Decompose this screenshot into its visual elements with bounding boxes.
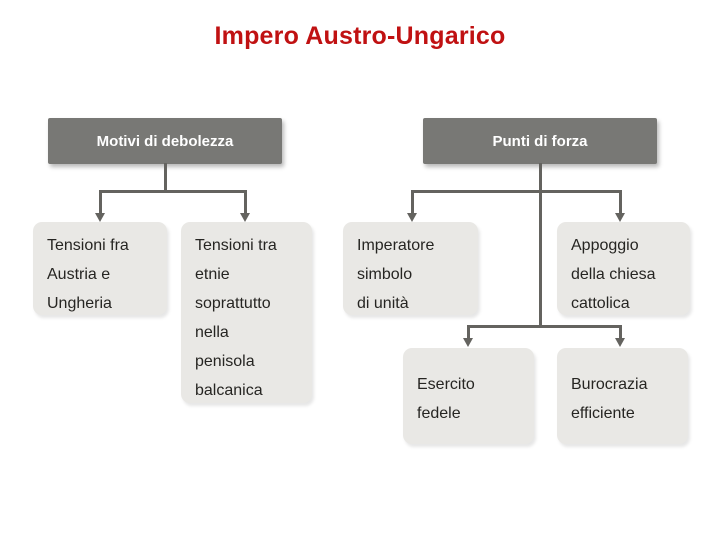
connector-line-vertical (99, 190, 102, 214)
arrowhead-down-icon (615, 338, 625, 347)
box-text-line: Ungheria (47, 295, 112, 312)
arrowhead-down-icon (407, 213, 417, 222)
connector-line-horizontal (467, 325, 622, 328)
box-text-line: Burocrazia (571, 376, 648, 393)
box-text-line: Appoggio (571, 237, 639, 254)
connector-line-vertical (619, 190, 622, 214)
box-text-line: Austria e (47, 266, 111, 283)
box-imperatore-simbolo-unita: Imperatore simbolo di unità (343, 222, 478, 315)
connector-line-vertical (411, 190, 414, 214)
box-tensioni-austria-ungheria: Tensioni fra Austria e Ungheria (33, 222, 167, 315)
box-text-line: penisola (195, 353, 255, 370)
connector-line-vertical (164, 163, 167, 191)
box-esercito-fedele: Esercito fedele (403, 348, 534, 444)
slide-title: Impero Austro-Ungarico (214, 22, 506, 50)
box-text-line: Tensioni fra (47, 237, 129, 254)
box-text-line: efficiente (571, 405, 635, 422)
box-text-line: Tensioni tra (195, 237, 277, 254)
connector-line-horizontal (411, 190, 622, 193)
box-text-line: Esercito (417, 376, 475, 393)
box-burocrazia-efficiente: Burocrazia efficiente (557, 348, 688, 444)
box-appoggio-chiesa-cattolica: Appoggio della chiesa cattolica (557, 222, 690, 315)
arrowhead-down-icon (463, 338, 473, 347)
box-text-line: Imperatore (357, 237, 435, 254)
connector-line-vertical (619, 325, 622, 340)
arrowhead-down-icon (240, 213, 250, 222)
box-text-line: cattolica (571, 295, 630, 312)
box-text-line: soprattutto (195, 295, 271, 312)
box-text-line: della chiesa (571, 266, 656, 283)
box-text-line: di unità (357, 295, 409, 312)
connector-line-vertical (539, 163, 542, 328)
header-punti-di-forza: Punti di forza (423, 118, 657, 164)
connector-line-horizontal (99, 190, 247, 193)
header-motivi-di-debolezza: Motivi di debolezza (48, 118, 282, 164)
box-text-line: fedele (417, 405, 461, 422)
box-text-line: simbolo (357, 266, 413, 283)
box-tensioni-etnie-balcani: Tensioni tra etnie soprattutto nella pen… (181, 222, 312, 403)
box-text-line: nella (195, 324, 229, 341)
arrowhead-down-icon (615, 213, 625, 222)
box-text-line: etnie (195, 266, 230, 283)
connector-line-vertical (244, 190, 247, 214)
arrowhead-down-icon (95, 213, 105, 222)
box-text-line: balcanica (195, 382, 263, 399)
connector-line-vertical (467, 325, 470, 340)
